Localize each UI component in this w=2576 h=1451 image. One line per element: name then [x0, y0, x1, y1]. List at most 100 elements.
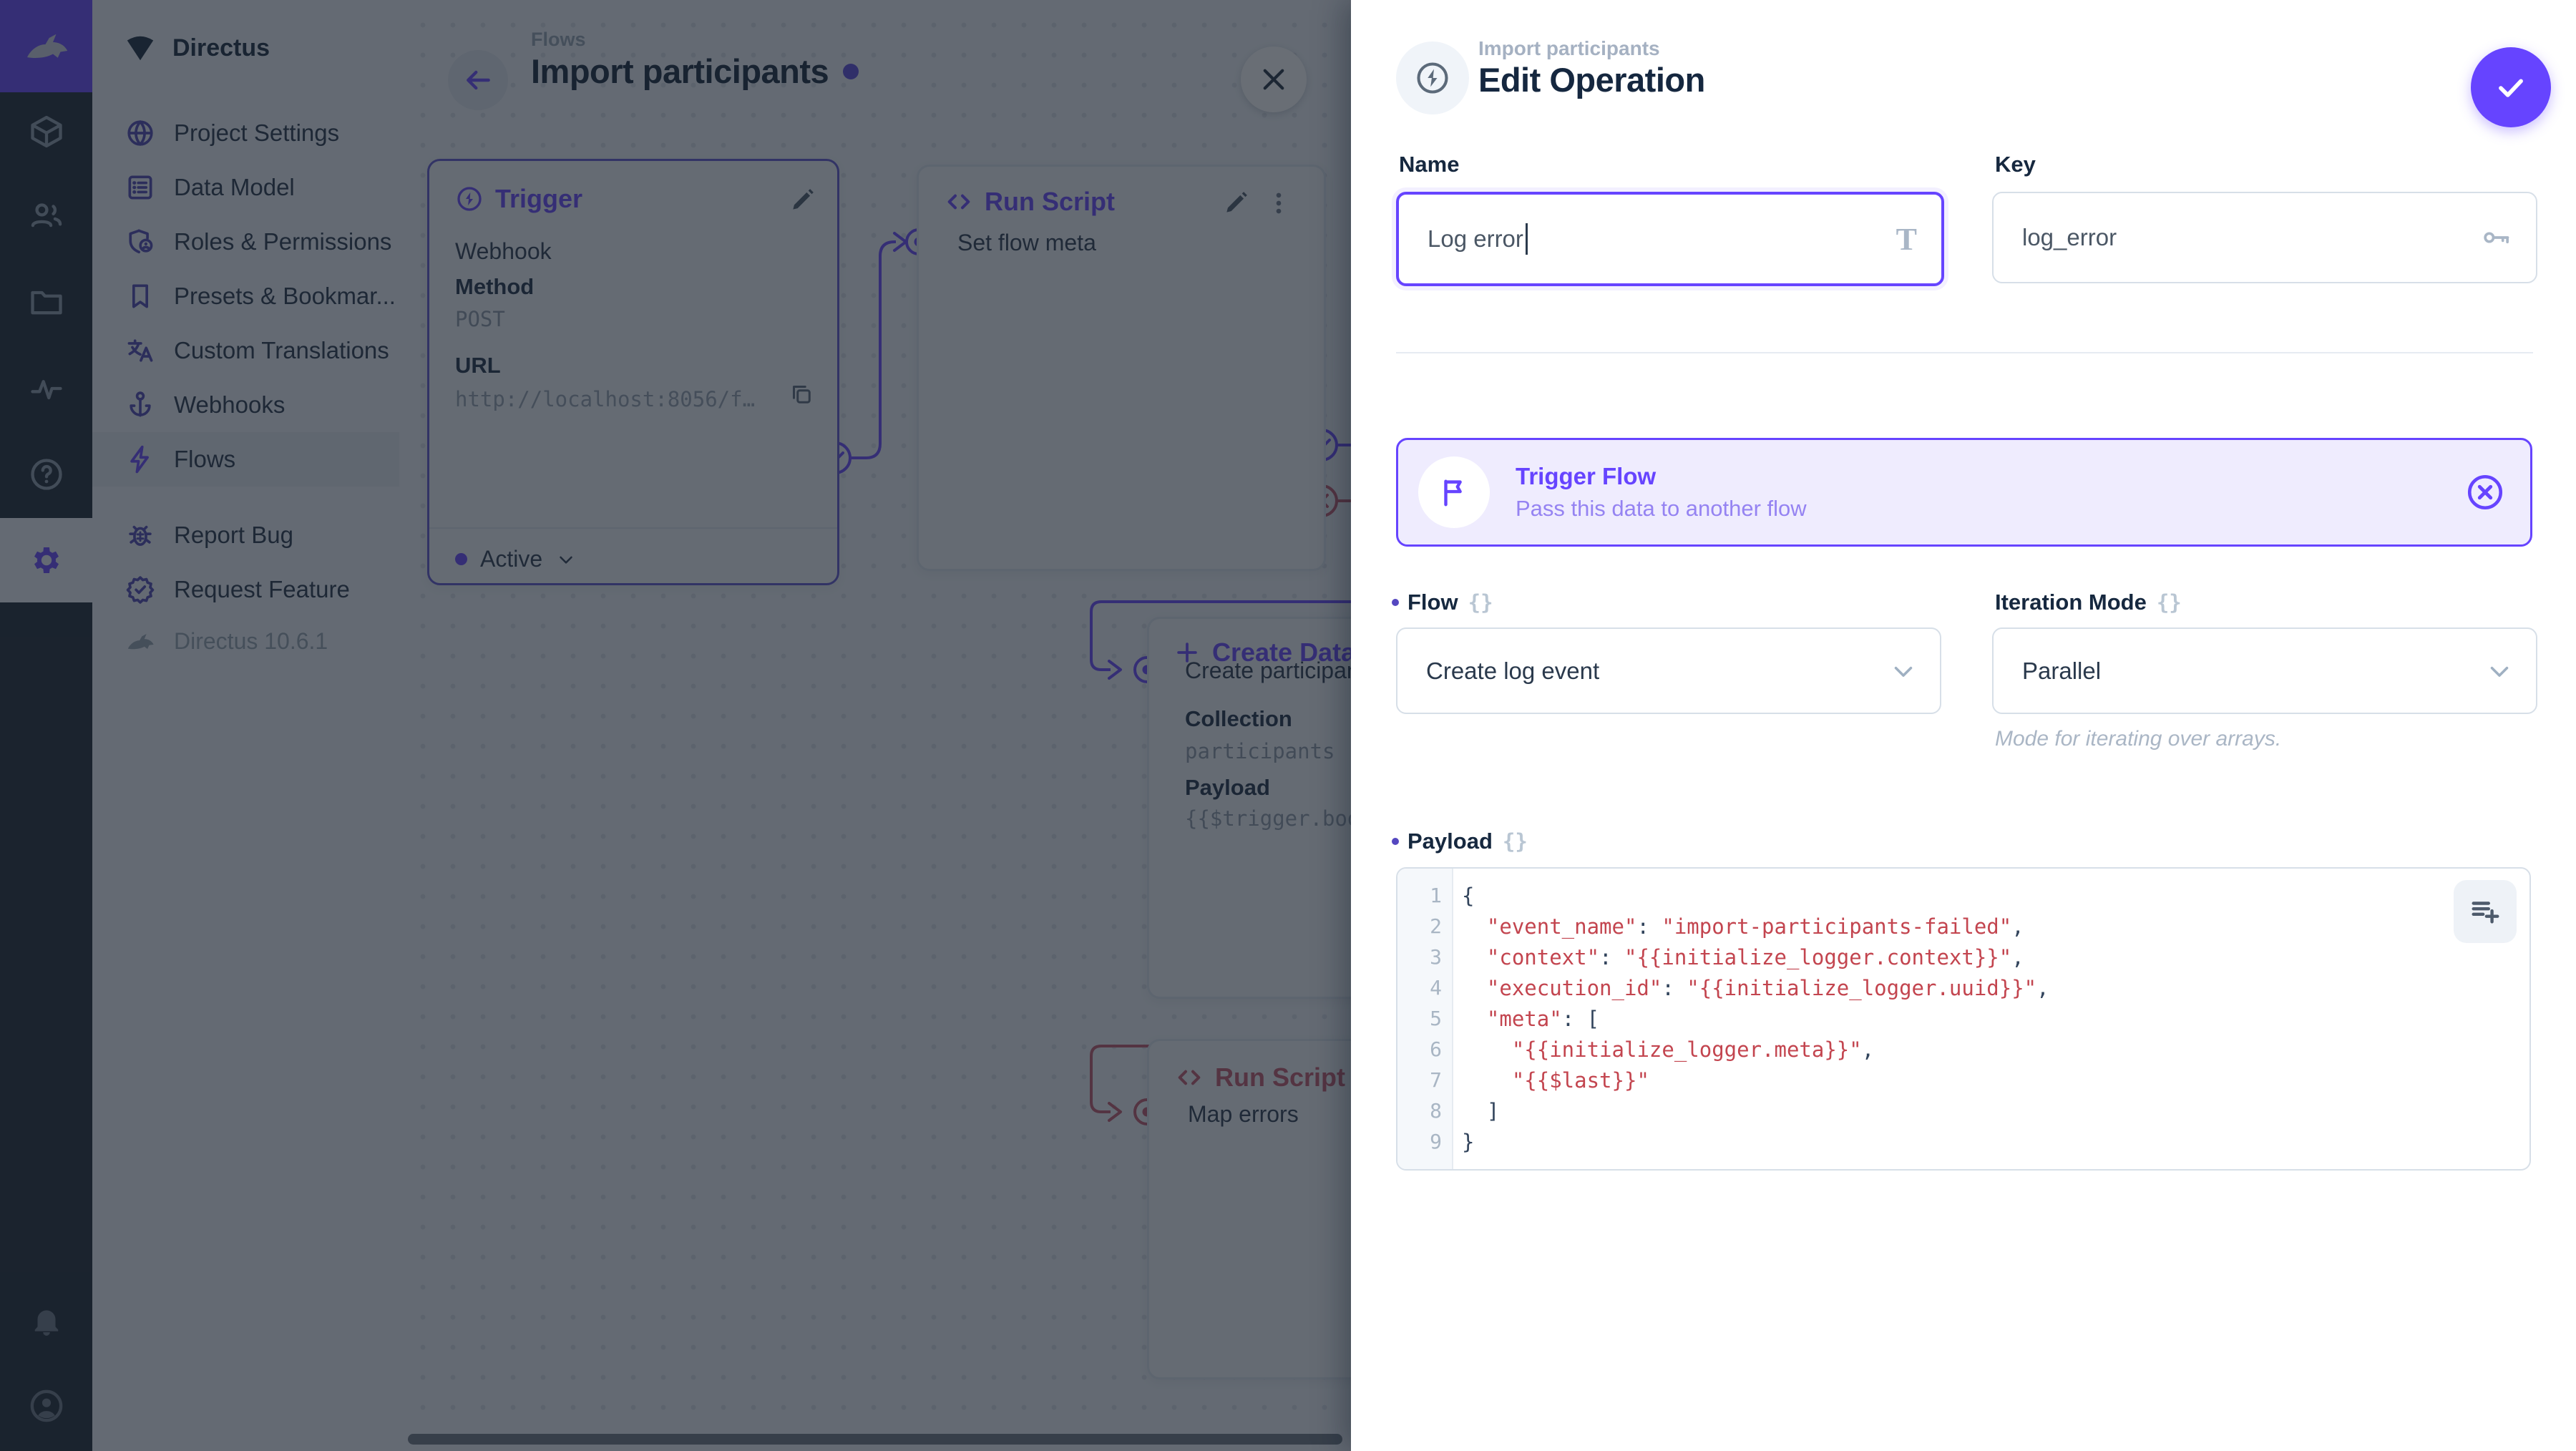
line-number: 5 — [1430, 1007, 1442, 1030]
edit-pencil-icon[interactable] — [789, 187, 816, 214]
sidebar-item-label: Flows — [174, 446, 236, 472]
cancel-circle-icon[interactable] — [2464, 472, 2506, 513]
create-data-panel[interactable]: Create Data Create participants Collecti… — [1147, 617, 1351, 999]
module-users[interactable] — [0, 173, 92, 258]
arrow-left-icon — [467, 70, 490, 90]
sidebar-item-webhooks[interactable]: Webhooks — [92, 378, 399, 432]
line-number: 7 — [1430, 1068, 1442, 1092]
line-number: 6 — [1430, 1037, 1442, 1061]
playlist-add-icon — [2472, 902, 2499, 924]
code-line: { — [1462, 883, 1475, 908]
method-value: POST — [455, 307, 505, 331]
page-title: Import participants — [531, 52, 829, 90]
panel-title: Trigger — [495, 184, 583, 213]
back-button[interactable] — [448, 50, 508, 110]
sidebar-item-report-bug[interactable]: Report Bug — [92, 508, 399, 562]
save-button[interactable] — [2471, 47, 2551, 127]
module-settings-active[interactable] — [0, 518, 92, 602]
line-number: 9 — [1430, 1130, 1442, 1153]
key-value: log_error — [2022, 224, 2117, 250]
kebab-menu-icon[interactable] — [1265, 190, 1292, 217]
bug-icon — [124, 519, 157, 552]
raw-value-icon[interactable]: {} — [2156, 590, 2182, 615]
module-collections[interactable] — [0, 89, 92, 174]
flow-select[interactable]: Create log event — [1396, 627, 1941, 714]
version-label: Directus 10.6.1 — [174, 628, 328, 654]
panel-divider — [429, 527, 837, 529]
notifications-button[interactable] — [0, 1279, 92, 1363]
payload-code-editor[interactable]: 1{ 2 "event_name": "import-participants-… — [1396, 867, 2531, 1171]
code-icon — [1178, 1070, 1201, 1085]
editor-gutter — [1397, 869, 1453, 1169]
banner-subtitle: Pass this data to another flow — [1516, 496, 1807, 521]
raw-value-icon[interactable]: {} — [1502, 829, 1528, 854]
sidebar-item-request-feature[interactable]: Request Feature — [92, 562, 399, 617]
line-number: 4 — [1430, 976, 1442, 1000]
directus-rabbit-icon — [127, 633, 154, 649]
copy-icon[interactable] — [789, 381, 814, 407]
close-icon — [1263, 69, 1284, 90]
anchor-icon — [124, 389, 157, 421]
title-format-icon[interactable]: T — [1896, 221, 1917, 257]
users-icon — [31, 203, 62, 228]
run-script-panel[interactable]: Run Script Set flow meta — [917, 165, 1326, 571]
code-lines: 1{ 2 "event_name": "import-participants-… — [1397, 880, 2529, 1157]
iteration-mode-select[interactable]: Parallel — [1992, 627, 2537, 714]
operation-input-label: Set flow meta — [957, 230, 1096, 255]
project-name: Directus — [172, 34, 270, 62]
trigger-flow-banner[interactable]: Trigger Flow Pass this data to another f… — [1396, 438, 2532, 547]
insights-activity-icon — [30, 380, 62, 400]
code-line: "execution_id": "{{initialize_logger.uui… — [1486, 975, 2049, 1000]
key-input[interactable]: log_error — [1992, 192, 2537, 283]
flow-canvas[interactable]: Flows Import participants Trigger Webhoo… — [399, 0, 1351, 1451]
name-label: Name — [1399, 152, 1460, 177]
operation-input-label: Map errors — [1188, 1101, 1299, 1127]
shield-person-icon — [124, 225, 157, 258]
method-label: Method — [455, 274, 535, 299]
code-line: "{{initialize_logger.meta}}", — [1511, 1037, 1875, 1062]
code-line: } — [1462, 1129, 1475, 1154]
edit-pencil-icon[interactable] — [1222, 190, 1249, 217]
name-input[interactable]: Log error T — [1396, 192, 1944, 286]
code-line: ] — [1462, 1098, 1500, 1123]
bolt-icon — [124, 443, 157, 476]
project-header[interactable]: Directus — [92, 0, 399, 64]
module-docs[interactable] — [0, 432, 92, 517]
sidebar-item-flows[interactable]: Flows — [92, 432, 399, 487]
drawer-breadcrumb[interactable]: Import participants — [1478, 37, 1660, 59]
sidebar-item-label: Project Settings — [174, 119, 340, 146]
sidebar-footer-nav: Report Bug Request Feature — [92, 508, 399, 617]
code-line: "{{$last}}" — [1511, 1068, 1649, 1093]
horizontal-scrollbar[interactable] — [408, 1434, 1342, 1445]
close-canvas-button[interactable] — [1241, 47, 1307, 112]
breadcrumb[interactable]: Flows — [531, 29, 586, 50]
translate-icon — [124, 334, 157, 367]
trigger-panel[interactable]: Trigger Webhook Method POST URL http://l… — [427, 159, 839, 585]
payload-label: Payload — [1185, 775, 1270, 800]
sidebar-item-project-settings[interactable]: Project Settings — [92, 106, 399, 160]
module-insights[interactable] — [0, 346, 92, 431]
trigger-status-toggle[interactable]: Active — [455, 546, 577, 572]
expand-editor-button[interactable] — [2454, 880, 2517, 943]
sidebar-item-custom-translations[interactable]: Custom Translations — [92, 323, 399, 378]
check-icon — [2499, 79, 2523, 97]
sidebar-item-roles-permissions[interactable]: Roles & Permissions — [92, 215, 399, 269]
module-bar — [0, 0, 92, 1451]
chevron-down-icon — [560, 556, 572, 564]
module-files[interactable] — [0, 260, 92, 344]
edit-operation-drawer: Import participants Edit Operation Name … — [1351, 0, 2576, 1451]
user-menu-button[interactable] — [0, 1364, 92, 1448]
settings-gear-icon — [34, 547, 59, 573]
flow-select-value: Create log event — [1426, 657, 1600, 684]
sidebar-item-data-model[interactable]: Data Model — [92, 160, 399, 215]
raw-value-icon[interactable]: {} — [1468, 590, 1493, 615]
directus-logo-tile[interactable] — [0, 0, 92, 92]
operation-bolt-icon — [1417, 62, 1448, 94]
operation-key-row: Map errors — [1188, 1101, 1299, 1128]
sidebar-item-presets-bookmarks[interactable]: Presets & Bookmar... — [92, 269, 399, 323]
map-errors-panel[interactable]: Run Script Map errors — [1147, 1039, 1351, 1379]
project-status-icon — [127, 36, 154, 61]
url-label: URL — [455, 353, 501, 378]
sidebar-item-label: Roles & Permissions — [174, 228, 392, 255]
